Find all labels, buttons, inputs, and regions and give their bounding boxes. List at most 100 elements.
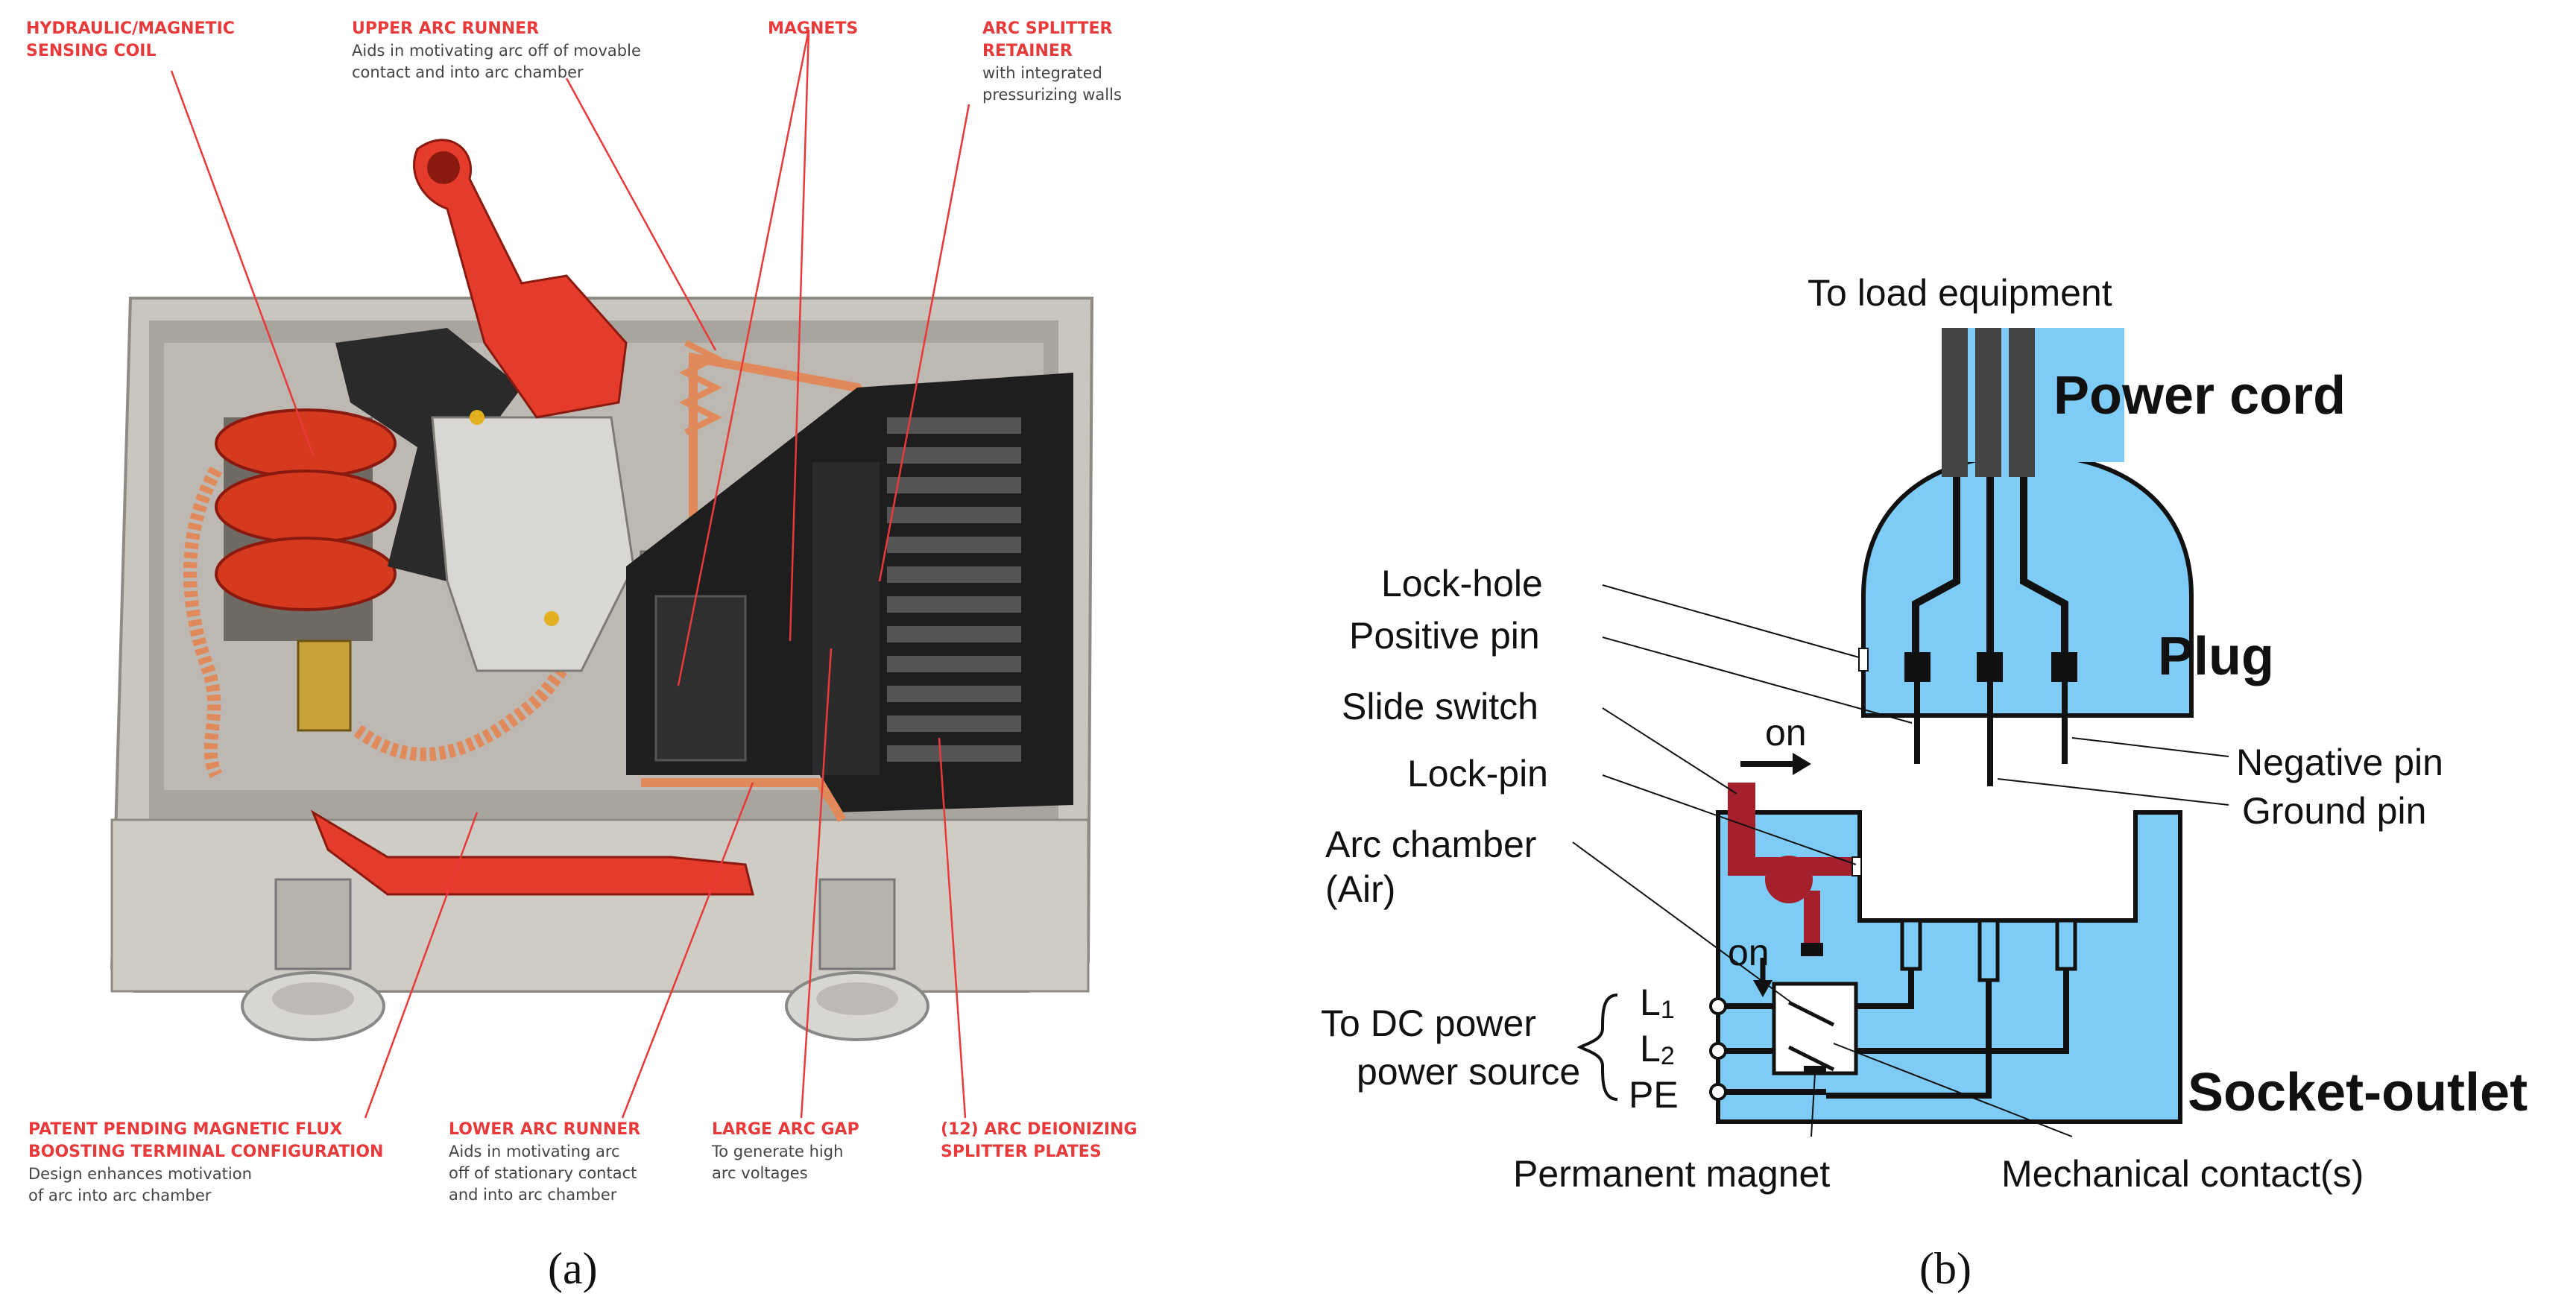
leader-magnet-2 [789,29,810,642]
arc-gap-window [654,595,747,762]
leader-upper-arc-runner [565,78,717,351]
label-pe: PE [1629,1074,1679,1116]
label-slide-switch: Slide switch [1342,686,1538,727]
desc-lower-arc-runner-3: and into arc chamber [449,1186,617,1204]
diagram-leaders [1572,584,2229,1137]
panel-a-descriptions: Aids in motivating arc off of movable co… [28,42,1122,1204]
label-on-top: on [1765,712,1807,754]
cord-wire-2 [1975,328,2001,477]
desc-large-arc-gap-2: arc voltages [712,1164,808,1182]
copper-braid-left [183,466,223,779]
panel-label-b: (b) [1919,1244,1972,1293]
desc-flux-1: Design enhances motivation [28,1165,252,1183]
desc-upper-arc-runner-2: contact and into arc chamber [352,63,584,81]
desc-retainer-1: with integrated [982,64,1102,82]
latch-mechanism [335,328,522,581]
on-arrow-top-head [1793,753,1811,775]
lock-hole-mark [1858,648,1869,672]
desc-upper-arc-runner-1: Aids in motivating arc off of movable [352,42,641,60]
leader-flux-terminal [364,812,479,1119]
pressurizing-wall [812,462,880,775]
label-permanent-magnet: Permanent magnet [1513,1153,1830,1195]
pivot-pin [470,410,484,425]
desc-large-arc-gap-1: To generate high [711,1143,843,1160]
plug-contact-negative [2051,652,2077,682]
terminal-screw-right [785,878,929,1041]
desc-lower-arc-runner-1: Aids in motivating arc [449,1143,620,1160]
label-power-cord: Power cord [2053,366,2346,426]
panel-a-callouts: HYDRAULIC/MAGNETIC SENSING COIL UPPER AR… [26,19,1137,1161]
label-to-load: To load equipment [1808,272,2112,314]
cord-wire-1 [1942,328,1968,477]
label-lock-pin: Lock-pin [1407,753,1548,795]
label-dc-source-1: To DC power [1321,1002,1536,1044]
switch-cam [1765,856,1813,903]
callout-flux-title-2: BOOSTING TERMINAL CONFIGURATION [28,1143,383,1161]
label-lock-hole: Lock-hole [1381,563,1543,604]
receptacle-positive [1900,918,1922,971]
lock-pin-tip [1852,856,1862,876]
label-positive-pin: Positive pin [1349,615,1540,657]
sensing-coil [215,408,397,732]
plug-contact-ground [1977,652,2003,682]
leader-large-arc-gap [800,648,833,1119]
leader-magnet-1 [677,29,810,686]
callout-plates-title-2: SPLITTER PLATES [941,1143,1102,1161]
callout-sensing-coil-title-1: HYDRAULIC/MAGNETIC [26,19,235,38]
callout-magnets-title: MAGNETS [768,19,858,38]
leader-sensing-coil [170,70,315,455]
toggle-handle [413,139,628,419]
wire-ground [1826,980,1992,1099]
leader-splitter-plates [938,737,967,1119]
contact-carrier [431,416,635,672]
flux-terminal-conductor [310,809,754,896]
receptacle-ground [1977,918,2000,982]
callout-large-arc-gap-title: LARGE ARC GAP [712,1120,859,1139]
terminal-l1 [1709,997,1727,1015]
label-plug: Plug [2158,627,2274,686]
breaker-illustration [110,139,1094,1041]
panel-b-titles: Power cord Plug Socket-outlet [2053,366,2528,1122]
wire-negative [1826,969,2069,1054]
label-negative-pin: Negative pin [2236,742,2443,783]
source-bracket [1576,993,1618,1101]
leader-lower-arc-runner [621,782,754,1119]
plug-socket-diagram [1572,328,2229,1137]
panel-b-labels: To load equipment Lock-hole Positive pin… [1321,272,2443,1195]
desc-retainer-2: pressurizing walls [982,86,1122,104]
leader-retainer [878,104,970,582]
splitter-plates [887,417,1021,762]
lower-arc-runner [641,778,847,823]
terminal-screw-left [241,878,385,1041]
callout-retainer-title-1: ARC SPLITTER [982,19,1112,38]
permanent-magnet-mark [1804,1066,1826,1073]
terminal-pe [1709,1083,1727,1101]
label-ground-pin: Ground pin [2242,790,2426,832]
callout-upper-arc-runner-title: UPPER ARC RUNNER [352,19,539,38]
switch-actuator [1801,943,1823,956]
callout-sensing-coil-title-2: SENSING COIL [26,42,157,60]
label-l1: L1 [1640,982,1675,1024]
panel-labels: (a) (b) [548,1244,1972,1293]
label-dc-source-2: power source [1357,1051,1580,1093]
pivot-pin [544,611,559,626]
label-mechanical-contacts: Mechanical contact(s) [2001,1153,2364,1195]
desc-lower-arc-runner-2: off of stationary contact [449,1164,637,1182]
plug-contact-positive [1904,652,1931,682]
callout-leaders [170,29,970,1119]
label-arc-chamber-1: Arc chamber [1325,824,1536,865]
label-l2: L2 [1640,1028,1675,1070]
spring [679,340,722,435]
handle-hole [427,151,460,184]
label-on-mid: on [1728,932,1770,973]
callout-flux-title-1: PATENT PENDING MAGNETIC FLUX [28,1120,342,1139]
panel-label-a: (a) [548,1244,598,1293]
desc-flux-2: of arc into arc chamber [28,1187,212,1204]
label-arc-chamber-2: (Air) [1325,868,1395,910]
callout-retainer-title-2: RETAINER [982,42,1073,60]
callout-plates-title-1: (12) ARC DEIONIZING [941,1120,1137,1139]
breaker-base [110,818,1090,993]
label-socket-outlet: Socket-outlet [2188,1063,2528,1122]
